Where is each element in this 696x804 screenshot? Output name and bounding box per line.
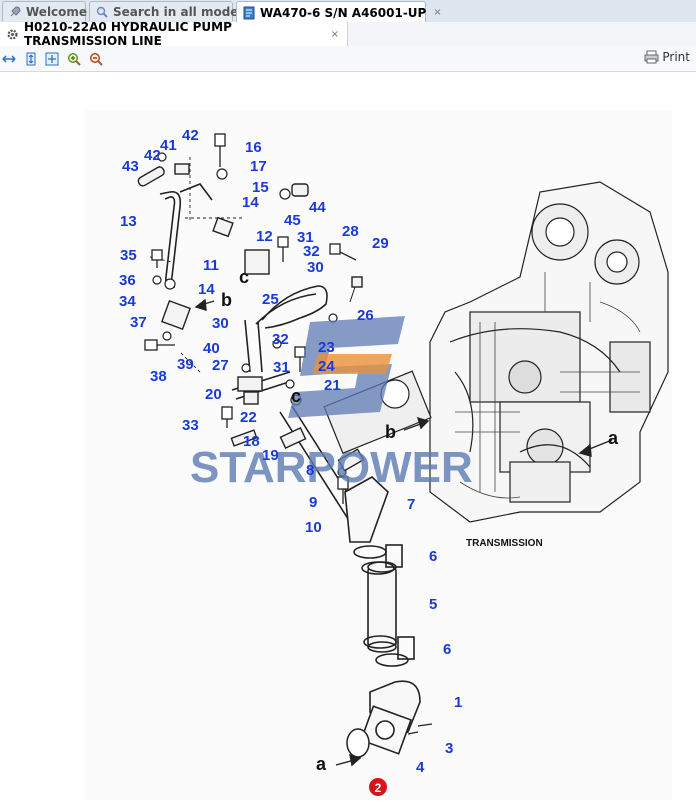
tab-close-icon[interactable]: × [433,7,442,18]
fit-width-icon[interactable] [1,51,16,66]
tab-search-all-models[interactable]: Search in all models [89,1,250,21]
callout-3[interactable]: 3 [445,740,453,757]
callout-2-highlight[interactable]: 2 [369,778,387,796]
letter-callouts: a a b b c c [221,267,619,774]
letter-c-lower: c [291,386,301,406]
callout-41[interactable]: 41 [160,137,177,154]
callout-40[interactable]: 40 [203,340,220,357]
callout-21[interactable]: 21 [324,377,341,394]
callout-4[interactable]: 4 [416,759,425,776]
callout-34[interactable]: 34 [119,293,136,310]
transmission-drawing [323,181,669,523]
fit-height-icon[interactable] [23,51,38,66]
zoom-in-icon[interactable] [66,51,81,66]
callout-39[interactable]: 39 [177,356,194,373]
document-tab-bar: H0210-22A0 HYDRAULIC PUMP TRANSMISSION L… [0,20,696,48]
callout-30-upper[interactable]: 30 [307,259,324,276]
watermark-text: STARPOWER [190,443,473,492]
callout-37[interactable]: 37 [130,314,147,331]
part-callouts: 1 3 4 5 6 6 7 8 9 10 11 12 13 14 14 15 1… [119,127,462,776]
callout-42-upper[interactable]: 42 [182,127,199,144]
callout-9[interactable]: 9 [309,494,317,511]
rocket-icon [9,5,21,18]
zoom-out-icon[interactable] [88,51,103,66]
callout-6-lower[interactable]: 6 [443,641,451,658]
callout-13[interactable]: 13 [120,213,137,230]
callout-29[interactable]: 29 [372,235,389,252]
clamp-drawing [353,544,415,667]
fit-page-icon[interactable] [44,51,59,66]
letter-b-left: b [221,290,232,310]
callout-32-upper[interactable]: 32 [303,243,320,260]
callout-33[interactable]: 33 [182,417,199,434]
callout-7[interactable]: 7 [407,496,415,513]
search-icon [96,6,108,18]
callout-14-lower[interactable]: 14 [198,281,215,298]
callout-42-lower[interactable]: 42 [144,147,161,164]
callout-17[interactable]: 17 [250,158,267,175]
tab-bar: Welcome Search in all models WA470-6 S/N… [0,0,696,23]
callout-5[interactable]: 5 [429,596,437,613]
callout-27[interactable]: 27 [212,357,229,374]
callout-15[interactable]: 15 [252,179,269,196]
callout-26[interactable]: 26 [357,307,374,324]
callout-36[interactable]: 36 [119,272,136,289]
parts-diagram: STARPOWER TRANSMISSION a a b b c c 1 3 4… [0,72,696,800]
callout-6-upper[interactable]: 6 [429,548,437,565]
callout-28[interactable]: 28 [342,223,359,240]
callout-14-upper[interactable]: 14 [242,194,259,211]
callout-31-lower[interactable]: 31 [273,359,290,376]
callout-10[interactable]: 10 [305,519,322,536]
print-button[interactable]: Print [644,50,690,64]
callout-22[interactable]: 22 [240,409,257,426]
callout-25[interactable]: 25 [262,291,279,308]
letter-b-right: b [385,422,396,442]
letter-c-upper: c [239,267,249,287]
callout-35[interactable]: 35 [120,247,137,264]
tab-wa470-model[interactable]: WA470-6 S/N A46001-UP × [236,1,442,23]
starpower-watermark: STARPOWER [190,316,473,492]
callout-32-lower[interactable]: 32 [272,331,289,348]
subtab-close-icon[interactable]: × [330,28,339,40]
tab-hydraulic-pump-line[interactable]: H0210-22A0 HYDRAULIC PUMP TRANSMISSION L… [0,20,348,48]
callout-20[interactable]: 20 [205,386,222,403]
callout-30-lower[interactable]: 30 [212,315,229,332]
callout-1[interactable]: 1 [454,694,462,711]
transmission-label: TRANSMISSION [466,538,543,549]
callout-19[interactable]: 19 [262,447,279,464]
callout-38[interactable]: 38 [150,368,167,385]
callout-43[interactable]: 43 [122,158,139,175]
callout-2[interactable]: 2 [375,781,382,795]
callout-24[interactable]: 24 [318,358,335,375]
letter-a-right: a [608,428,619,448]
callout-45[interactable]: 45 [284,212,301,229]
callout-31-upper[interactable]: 31 [297,229,314,246]
callout-12[interactable]: 12 [256,228,273,245]
callout-18[interactable]: 18 [243,433,260,450]
document-icon [243,6,255,20]
gear-icon [6,28,19,41]
printer-icon [644,50,659,64]
callout-11[interactable]: 11 [203,257,219,274]
toolbar: Print [0,46,696,72]
letter-a-bottom: a [316,754,327,774]
callout-16[interactable]: 16 [245,139,262,156]
callout-44[interactable]: 44 [309,199,326,216]
callout-23[interactable]: 23 [318,339,335,356]
tab-welcome[interactable]: Welcome [2,1,87,21]
callout-8[interactable]: 8 [306,462,314,479]
